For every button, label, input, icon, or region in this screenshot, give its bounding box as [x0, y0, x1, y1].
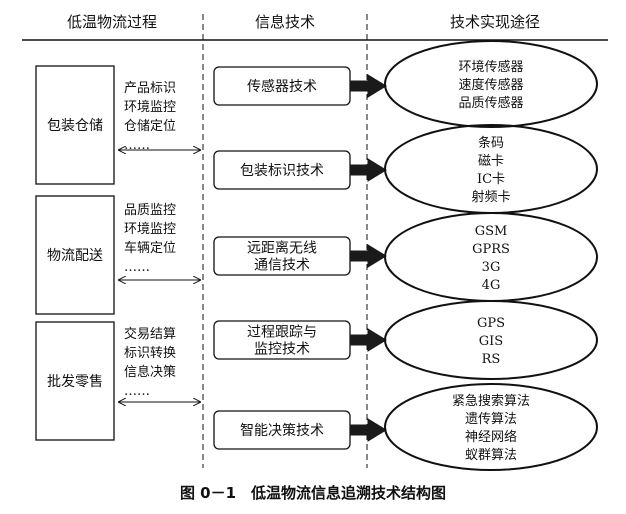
technology-label: 过程跟踪与	[247, 325, 317, 341]
block-arrow	[349, 418, 387, 442]
process-stage-item: 环境监控	[124, 100, 176, 115]
process-stage-box	[35, 195, 115, 315]
implementation-item: 条码	[478, 135, 504, 151]
technology-label: 通信技术	[254, 258, 310, 274]
process-stage-item: 信息决策	[124, 364, 176, 380]
implementation-item: 速度传感器	[458, 77, 523, 93]
implementation-group: GPS GIS RS	[384, 300, 598, 380]
implementation-item: GSM	[475, 224, 508, 239]
process-column: 包装仓储产品标识环境监控仓储定位……物流配送品质监控环境监控车辆定位……批发零售…	[35, 65, 200, 441]
implementation-item: 遗传算法	[465, 412, 517, 427]
process-stage-item: 交易结算	[124, 326, 176, 342]
implementation-item: 紧急搜索算法	[452, 394, 530, 409]
technology-item: 包装标识技术	[213, 150, 387, 190]
block-arrow	[349, 328, 387, 352]
technology-label: 远距离无线	[247, 240, 317, 257]
technology-item: 传感器技术	[213, 66, 387, 106]
figure-caption: 图 0－1 低温物流信息追溯技术结构图	[180, 484, 446, 502]
process-stage-item: 车辆定位	[124, 240, 176, 256]
process-stage-label: 批发零售	[47, 374, 103, 390]
process-stage-item: 产品标识	[124, 81, 176, 96]
process-stage-item: ……	[124, 384, 150, 399]
process-stage-item: ……	[124, 260, 150, 275]
implementation-item: GPS	[477, 316, 505, 331]
technology-label: 智能决策技术	[240, 422, 324, 439]
process-stage-item: 仓储定位	[124, 119, 176, 134]
header-info-tech: 信息技术	[255, 13, 315, 31]
header-process: 低温物流过程	[67, 13, 157, 31]
technology-item: 智能决策技术	[213, 410, 387, 450]
implementation-item: 磁卡	[478, 154, 504, 169]
process-stage-item: 环境监控	[124, 222, 176, 237]
implementation-column: 环境传感器速度传感器品质传感器条码磁卡IC卡射频卡GSMGPRS3G4GGPSG…	[384, 40, 598, 471]
implementation-item: 环境传感器	[458, 59, 523, 75]
process-stage-box	[35, 65, 115, 185]
implementation-item: RS	[482, 352, 501, 367]
implementation-item: 品质传感器	[458, 95, 523, 111]
process-stage-box	[35, 321, 115, 441]
implementation-item: 3G	[482, 260, 501, 275]
process-stage-item: 品质监控	[124, 203, 176, 218]
implementation-ellipse	[384, 300, 598, 380]
implementation-ellipse	[384, 383, 598, 471]
process-stage-item: ……	[124, 138, 150, 153]
implementation-item: GIS	[479, 334, 503, 349]
technology-label: 包装标识技术	[240, 163, 324, 179]
implementation-item: 蚁群算法	[465, 448, 517, 463]
process-stage-label: 物流配送	[47, 248, 103, 264]
technology-label: 监控技术	[254, 342, 310, 358]
implementation-item: 射频卡	[471, 189, 510, 205]
implementation-item: GPRS	[472, 242, 510, 257]
block-arrow	[349, 244, 387, 268]
block-arrow	[349, 74, 387, 98]
implementation-item: 神经网络	[465, 429, 517, 445]
header-implementation: 技术实现途径	[450, 13, 540, 31]
implementation-group: GSM GPRS 3G 4G	[384, 212, 598, 302]
block-arrow	[349, 158, 387, 182]
process-stage-item: 标识转换	[124, 346, 176, 361]
technology-label: 传感器技术	[247, 78, 317, 95]
implementation-item: IC卡	[477, 172, 505, 187]
process-stage-label: 包装仓储	[47, 118, 103, 134]
implementation-ellipse	[384, 40, 598, 128]
implementation-item: 4G	[482, 278, 501, 293]
